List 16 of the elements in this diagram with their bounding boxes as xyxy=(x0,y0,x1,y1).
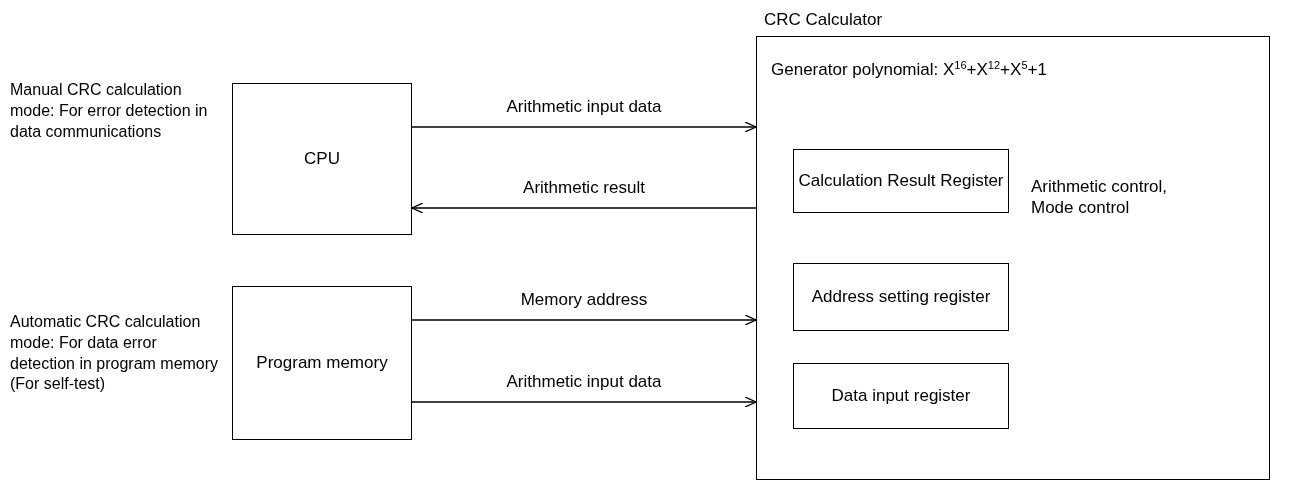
block-text: Generator polynomial: X$^{16}$+X$^{12}$+X$^{5}$+1 xyxy=(771,59,1047,81)
arrow xyxy=(411,121,757,133)
block-box: CPU xyxy=(232,83,412,235)
arrow xyxy=(411,396,757,408)
edge-label: Arithmetic input data xyxy=(504,372,664,392)
arrow xyxy=(411,202,757,214)
block-text: Arithmetic control, Mode control xyxy=(1031,176,1169,219)
register-box: Calculation Result Register xyxy=(793,149,1009,213)
edge-label: Arithmetic input data xyxy=(504,97,664,117)
mode-note: Manual CRC calculation mode: For error detection in data communications xyxy=(10,80,209,142)
register-box: Address setting register xyxy=(793,263,1009,331)
register-box: Data input register xyxy=(793,363,1009,429)
calculator-heading: CRC Calculator xyxy=(764,10,883,30)
mode-note: Automatic CRC calculation mode: For data error detection in program memory (For self-test) xyxy=(10,312,220,395)
block-box: Program memory xyxy=(232,286,412,440)
arrow xyxy=(411,314,757,326)
